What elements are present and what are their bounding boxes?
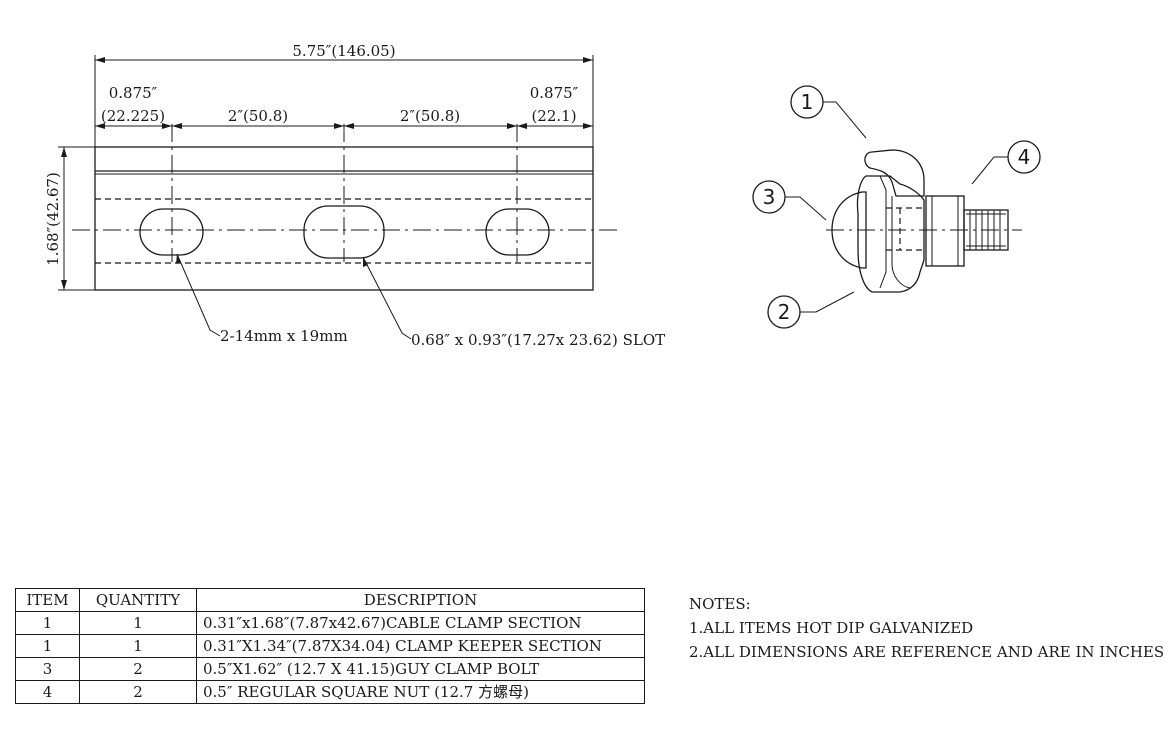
right-edge-in-text: 0.875″ xyxy=(530,84,579,102)
note-item: 1.ALL ITEMS HOT DIP GALVANIZED xyxy=(689,619,974,637)
clamp-inner-line-2 xyxy=(891,196,911,289)
seg-arrow-7 xyxy=(517,123,527,129)
bolt-thread xyxy=(963,209,1009,251)
bom-header-quantity: QUANTITY xyxy=(79,588,197,612)
seg-arrow-6 xyxy=(507,123,517,129)
seg-arrow-1 xyxy=(95,123,105,129)
seg-arrow-4 xyxy=(334,123,344,129)
bom-description-cell: 0.5″X1.62″ (12.7 X 41.15)GUY CLAMP BOLT xyxy=(196,657,645,681)
balloon-3: 3 xyxy=(752,180,827,221)
overall-dim-arrow-left xyxy=(95,57,105,63)
bom-item-cell: 1 xyxy=(15,634,80,658)
bom-header-item: ITEM xyxy=(15,588,80,612)
clamp-inner-line xyxy=(879,175,887,289)
left-edge-mm-text: (22.225) xyxy=(101,107,165,125)
bom-quantity-cell: 2 xyxy=(79,680,197,704)
right-edge-mm-text: (22.1) xyxy=(531,107,576,125)
notes-title: NOTES: xyxy=(689,595,751,613)
bom-item-cell: 3 xyxy=(15,657,80,681)
balloon-1-label: 1 xyxy=(801,90,814,114)
bom-description-cell: 0.5″ REGULAR SQUARE NUT (12.7 方螺母) xyxy=(196,680,645,704)
seg-arrow-2 xyxy=(162,123,172,129)
leader-small-holes-arrow xyxy=(176,254,181,264)
seg-arrow-5 xyxy=(344,123,354,129)
balloon-2: 2 xyxy=(767,291,855,329)
balloon-3-label: 3 xyxy=(763,185,776,209)
note-item: 2.ALL DIMENSIONS ARE REFERENCE AND ARE I… xyxy=(689,643,1165,661)
bom-description-cell: 0.31″x1.68″(7.87x42.67)CABLE CLAMP SECTI… xyxy=(196,611,645,635)
cable-clamp-section xyxy=(864,149,925,197)
balloon-4-label: 4 xyxy=(1018,145,1031,169)
table-row: 1 1 0.31″x1.68″(7.87x42.67)CABLE CLAMP S… xyxy=(15,611,645,635)
clamp-keeper-section xyxy=(856,175,925,293)
height-arrow-top xyxy=(61,147,67,157)
pitch-1-text: 2″(50.8) xyxy=(228,107,288,125)
left-edge-in-text: 0.875″ xyxy=(109,84,158,102)
seg-arrow-3 xyxy=(172,123,182,129)
center-slot-callout: 0.68″ x 0.93″(17.27x 23.62) SLOT xyxy=(411,331,665,349)
bom-quantity-cell: 1 xyxy=(79,611,197,635)
bom-item-cell: 4 xyxy=(15,680,80,704)
table-row: 4 2 0.5″ REGULAR SQUARE NUT (12.7 方螺母) xyxy=(15,680,645,704)
balloon-2-label: 2 xyxy=(778,300,791,324)
thread-marks xyxy=(966,210,1006,250)
height-dim-text: 1.68″(42.67) xyxy=(44,172,62,266)
balloon-4: 4 xyxy=(971,140,1041,185)
pitch-2-text: 2″(50.8) xyxy=(400,107,460,125)
bom-header-description: DESCRIPTION xyxy=(196,588,645,612)
bom-item-cell: 1 xyxy=(15,611,80,635)
overall-dim-text: 5.75″(146.05) xyxy=(292,42,395,60)
leader-center-slot-arrow xyxy=(363,257,368,267)
notes-block: NOTES: 1.ALL ITEMS HOT DIP GALVANIZED 2.… xyxy=(689,592,1164,664)
bom-description-cell: 0.31″X1.34″(7.87X34.04) CLAMP KEEPER SEC… xyxy=(196,634,645,658)
leader-center-slot xyxy=(362,256,412,340)
bom-quantity-cell: 1 xyxy=(79,634,197,658)
clamp-plate-view: 5.75″(146.05) 0.875″ (22.225) 2″(50.8) 2… xyxy=(44,42,665,349)
bom-header-row: ITEM QUANTITY DESCRIPTION xyxy=(15,588,645,612)
bill-of-materials-table: ITEM QUANTITY DESCRIPTION 1 1 0.31″x1.68… xyxy=(15,588,645,704)
assembly-side-view: 1 2 3 4 xyxy=(752,85,1041,329)
table-row: 3 2 0.5″X1.62″ (12.7 X 41.15)GUY CLAMP B… xyxy=(15,657,645,681)
bolt-head xyxy=(831,191,867,269)
leader-small-holes xyxy=(176,253,221,337)
small-holes-callout: 2-14mm x 19mm xyxy=(220,327,348,345)
table-row: 1 1 0.31″X1.34″(7.87X34.04) CLAMP KEEPER… xyxy=(15,634,645,658)
height-arrow-bottom xyxy=(61,280,67,290)
bom-quantity-cell: 2 xyxy=(79,657,197,681)
balloon-1: 1 xyxy=(790,85,867,139)
overall-dim-arrow-right xyxy=(583,57,593,63)
seg-arrow-8 xyxy=(583,123,593,129)
